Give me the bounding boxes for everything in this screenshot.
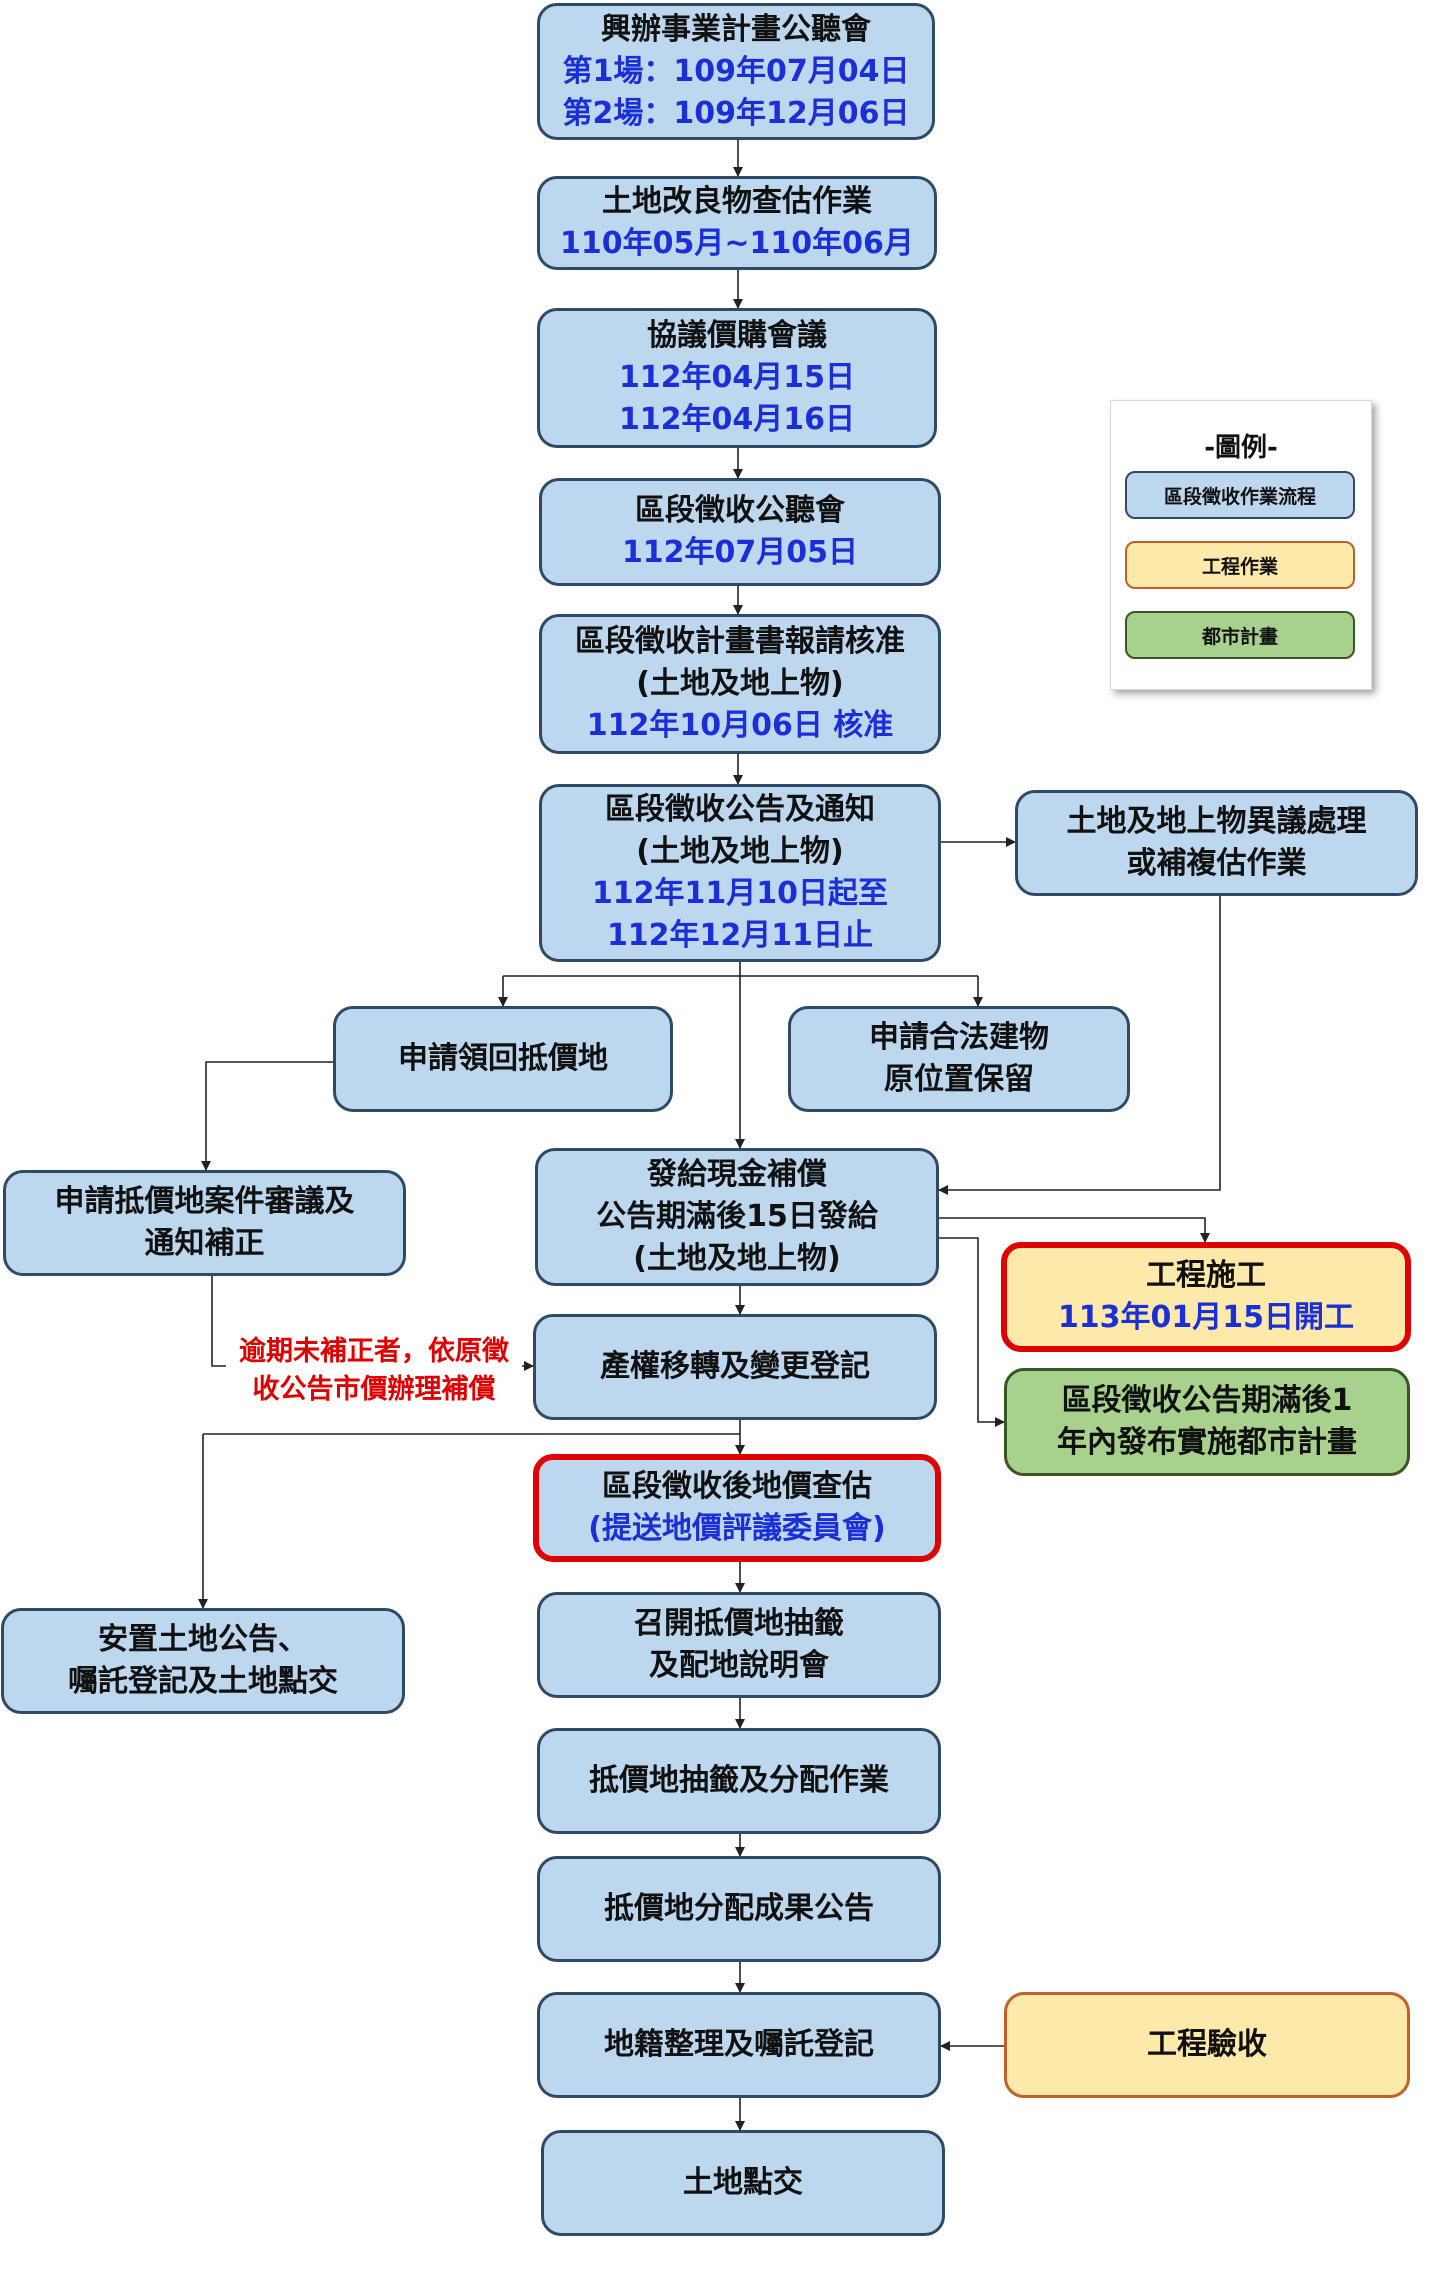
legend-item-engineering: 工程作業 bbox=[1125, 541, 1355, 589]
node-text-line: 或補複估作業 bbox=[1126, 846, 1307, 881]
node-date-line: 113年01月15日開工 bbox=[1057, 1300, 1355, 1335]
node-land-handover: 土地點交 bbox=[541, 2130, 945, 2236]
node-urban-plan-release: 區段徵收公告期滿後1 年內發布實施都市計畫 bbox=[1004, 1368, 1410, 1476]
node-text-line: 抵價地分配成果公告 bbox=[604, 1891, 874, 1926]
node-text-line: 申請領回抵價地 bbox=[398, 1041, 608, 1076]
arrow-objection-to-cash bbox=[938, 896, 1221, 1195]
arrow-cash-to-urban-plan bbox=[939, 1237, 1005, 1427]
node-announcement-notice: 區段徵收公告及通知 (土地及地上物) 112年11月10日起至 112年12月11日止 bbox=[539, 784, 941, 962]
node-apply-building-retention: 申請合法建物原位置保留 bbox=[788, 1006, 1130, 1112]
node-date-line: 112年12月11日止 bbox=[606, 918, 874, 953]
node-date-line: 112年07月05日 bbox=[621, 535, 859, 570]
node-text-line: 土地點交 bbox=[683, 2165, 803, 2200]
node-text-line: 區段徵收後地價查估 bbox=[602, 1469, 872, 1504]
node-cadastral-registration: 地籍整理及囑託登記 bbox=[537, 1992, 941, 2098]
legend-title: -圖例- bbox=[1204, 433, 1278, 463]
node-text-line: 區段徵收計畫書報請核准 bbox=[575, 624, 905, 659]
node-allocation-result: 抵價地分配成果公告 bbox=[537, 1856, 941, 1962]
node-land-price-survey: 區段徵收後地價查估 (提送地價評議委員會) bbox=[533, 1454, 941, 1562]
legend-item-label: 區段徵收作業流程 bbox=[1163, 485, 1316, 508]
node-text-line: 申請抵價地案件審議及 bbox=[54, 1184, 355, 1219]
node-construction-acceptance: 工程驗收 bbox=[1004, 1992, 1410, 2098]
node-public-hearing: 興辦事業計畫公聽會第1場：109年07月04日第2場：109年12月06日 bbox=[537, 3, 935, 140]
node-zone-expropriation-hearing: 區段徵收公聽會 112年07月05日 bbox=[539, 478, 941, 586]
overdue-note-line: 收公告市價辦理補償 bbox=[252, 1374, 496, 1405]
node-price-negotiation: 協議價購會議 112年04月15日 112年04月16日 bbox=[537, 308, 937, 448]
node-date-line: 112年11月10日起至 bbox=[591, 876, 889, 911]
legend-item-urban-plan: 都市計畫 bbox=[1125, 611, 1355, 659]
node-date-line: 112年04月15日 bbox=[618, 360, 856, 395]
node-text-line: 興辦事業計畫公聽會 bbox=[601, 11, 871, 47]
node-date-line: 112年04月16日 bbox=[618, 402, 856, 437]
node-text-line: 公告期滿後15日發給 bbox=[596, 1199, 878, 1234]
legend: -圖例- 區段徵收作業流程 工程作業 都市計畫 bbox=[1110, 400, 1372, 690]
node-land-improvement-survey: 土地改良物查估作業 110年05月~110年06月 bbox=[537, 176, 937, 270]
arrow-cash-to-construction bbox=[939, 1217, 1210, 1243]
node-text-line: 年內發布實施都市計畫 bbox=[1057, 1425, 1357, 1460]
node-plan-approval: 區段徵收計畫書報請核准 (土地及地上物) 112年10月06日 核准 bbox=[539, 614, 941, 754]
node-date-line: 112年10月06日 核准 bbox=[586, 708, 894, 743]
arrow-land-return-to-review bbox=[201, 1061, 333, 1171]
node-text-line: 囑託登記及土地點交 bbox=[68, 1664, 338, 1699]
node-text-line: 及配地說明會 bbox=[649, 1648, 829, 1683]
node-text-line: 工程施工 bbox=[1146, 1258, 1266, 1293]
node-text-line: 產權移轉及變更登記 bbox=[600, 1349, 870, 1384]
node-text-line: 工程驗收 bbox=[1147, 2027, 1267, 2062]
node-text-line: 抵價地抽籤及分配作業 bbox=[589, 1763, 889, 1798]
node-construction: 工程施工 113年01月15日開工 bbox=[1001, 1242, 1411, 1352]
node-date-line: 第1場：109年07月04日 bbox=[562, 53, 910, 89]
node-date-line: 110年05月~110年06月 bbox=[560, 226, 914, 261]
node-date-line: 第2場：109年12月06日 bbox=[562, 95, 910, 131]
node-text-line: 區段徵收公告及通知 bbox=[605, 792, 875, 827]
legend-item-label: 工程作業 bbox=[1201, 555, 1278, 578]
overdue-note: 逾期未補正者，依原徵 收公告市價辦理補償 bbox=[226, 1333, 522, 1409]
node-cash-compensation: 發給現金補償公告期滿後15日發給 (土地及地上物) bbox=[535, 1148, 939, 1286]
node-text-line: 土地改良物查估作業 bbox=[602, 184, 872, 219]
node-text-line: 原位置保留 bbox=[884, 1062, 1034, 1097]
node-text-line: 土地及地上物異議處理 bbox=[1066, 804, 1367, 839]
node-review-and-notify: 申請抵價地案件審議及通知補正 bbox=[3, 1170, 406, 1276]
node-text-line: 區段徵收公告期滿後1 bbox=[1061, 1383, 1353, 1418]
node-date-line: (提送地價評議委員會) bbox=[588, 1511, 886, 1546]
node-text-line: 地籍整理及囑託登記 bbox=[604, 2027, 874, 2062]
node-text-line: 協議價購會議 bbox=[647, 318, 827, 353]
node-text-line: 召開抵價地抽籤 bbox=[634, 1606, 844, 1641]
node-resettlement-notice: 安置土地公告、囑託登記及土地點交 bbox=[1, 1608, 405, 1714]
node-text-line: 申請合法建物 bbox=[869, 1020, 1049, 1055]
node-lottery-briefing: 召開抵價地抽籤及配地說明會 bbox=[537, 1592, 941, 1698]
node-objection-handling: 土地及地上物異議處理或補複估作業 bbox=[1015, 790, 1418, 896]
node-text-line: 通知補正 bbox=[144, 1226, 265, 1261]
node-text-line: 區段徵收公聽會 bbox=[635, 493, 845, 528]
node-text-line: 發給現金補償 bbox=[647, 1157, 827, 1192]
node-text-line: 安置土地公告、 bbox=[98, 1622, 308, 1657]
node-text-line: (土地及地上物) bbox=[636, 666, 844, 701]
node-ownership-transfer: 產權移轉及變更登記 bbox=[533, 1314, 937, 1420]
legend-item-process: 區段徵收作業流程 bbox=[1125, 471, 1355, 519]
node-text-line: (土地及地上物) bbox=[636, 834, 844, 869]
node-lottery-allocation: 抵價地抽籤及分配作業 bbox=[537, 1728, 941, 1834]
node-text-line: (土地及地上物) bbox=[633, 1241, 841, 1276]
overdue-note-line: 逾期未補正者，依原徵 bbox=[239, 1336, 509, 1367]
legend-item-label: 都市計畫 bbox=[1201, 625, 1278, 648]
node-apply-land-return: 申請領回抵價地 bbox=[333, 1006, 673, 1112]
